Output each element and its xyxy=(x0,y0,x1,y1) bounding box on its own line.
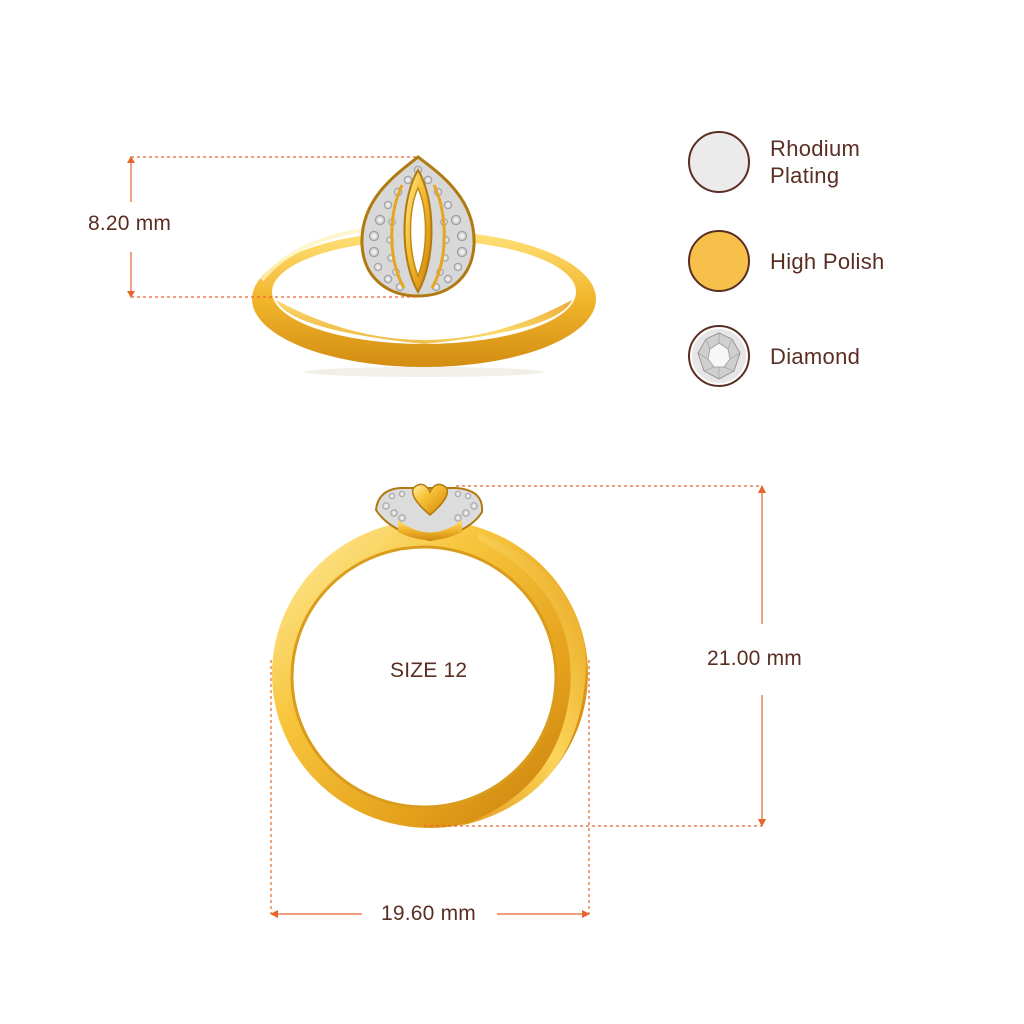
diamond-swatch-icon xyxy=(688,325,750,387)
ring-height-label: 21.00 mm xyxy=(707,647,802,670)
high-polish-swatch-icon xyxy=(688,230,750,292)
height-dimension xyxy=(127,156,418,298)
front-ring-view xyxy=(272,483,588,828)
legend-rhodium-line2: Plating xyxy=(770,163,840,188)
top-ring-head xyxy=(360,155,476,298)
legend-rhodium-line1: Rhodium xyxy=(770,136,861,161)
legend-high-polish: High Polish xyxy=(688,230,885,292)
height-label: 8.20 mm xyxy=(88,212,172,235)
legend-diamond: Diamond xyxy=(688,325,860,387)
ring-width-dimension xyxy=(270,660,590,918)
front-ring-head xyxy=(374,483,484,542)
ring-height-dimension xyxy=(424,485,766,827)
ring-size-label: SIZE 12 xyxy=(390,659,468,682)
legend-diamond-label: Diamond xyxy=(770,343,861,369)
top-ring-view xyxy=(252,155,596,377)
ring-width-label: 19.60 mm xyxy=(381,902,476,925)
rhodium-swatch-icon xyxy=(688,131,750,193)
legend-rhodium: Rhodium Plating xyxy=(688,131,860,193)
legend-high-polish-label: High Polish xyxy=(770,248,885,274)
